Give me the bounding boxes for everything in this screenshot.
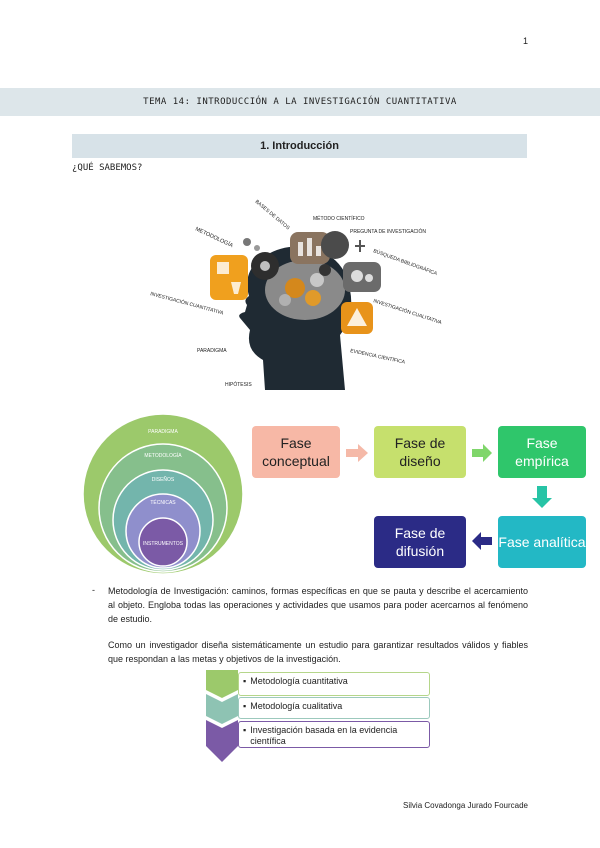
chevron-teal xyxy=(206,694,238,724)
phase-analitica: Fase analítica xyxy=(498,516,586,568)
label-hipotesis: HIPÓTESIS xyxy=(225,381,252,388)
label-metodo-cientifico: MÉTODO CIENTÍFICO xyxy=(313,215,365,222)
phase-empirica: Fase empírica xyxy=(498,426,586,478)
paragraph-investigador: Como un investigador diseña sistemáticam… xyxy=(108,640,528,664)
arrow-left-icon xyxy=(472,532,492,550)
label-evidencia: EVIDENCIA CIENTÍFICA xyxy=(350,347,407,366)
method-item-cualitativa: ▪Metodología cualitativa xyxy=(238,697,430,719)
method-label: Metodología cualitativa xyxy=(250,701,343,711)
section-heading: 1. Introducción xyxy=(72,134,527,158)
circle-inner xyxy=(138,517,188,567)
bullet-icon: ▪ xyxy=(243,701,247,711)
grey-bubble xyxy=(321,231,349,259)
bullet-icon: ▪ xyxy=(243,676,247,686)
method-label: Investigación basada en la evidencia cie… xyxy=(250,725,398,746)
chevron-stack xyxy=(206,670,238,762)
circle-label-paradigma: PARADIGMA xyxy=(148,429,178,435)
phase-difusion: Fase de difusión xyxy=(374,516,466,568)
bullet-icon: ▪ xyxy=(243,725,247,735)
concentric-circles-diagram: PARADIGMA METODOLOGÍA DISEÑOS TÉCNICAS I… xyxy=(82,413,244,575)
arrow-down-icon xyxy=(532,486,552,508)
label-busqueda: BÚSQUEDA BIBLIOGRÁFICA xyxy=(372,247,438,277)
label-metodologia: METODOLOGÍA xyxy=(194,225,234,249)
circle-label-disenos: DISEÑOS xyxy=(152,476,175,483)
label-inv-cualitativa: INVESTIGACIÓN CUALITATIVA xyxy=(372,297,443,326)
chevron-purple xyxy=(206,720,238,762)
phase-diseno: Fase de diseño xyxy=(374,426,466,478)
label-bases-datos: BASES DE DATOS xyxy=(254,199,291,232)
label-paradigma: PARADIGMA xyxy=(197,348,227,354)
method-item-evidencia: ▪Investigación basada en la evidencia ci… xyxy=(238,721,430,748)
title-band: TEMA 14: INTRODUCCIÓN A LA INVESTIGACIÓN… xyxy=(0,88,600,116)
paragraph-metodologia: Metodología de Investigación: caminos, f… xyxy=(108,586,528,624)
arrow-right-icon xyxy=(472,444,492,462)
method-item-cuantitativa: ▪Metodología cuantitativa xyxy=(238,672,430,696)
method-label: Metodología cuantitativa xyxy=(250,676,348,686)
page-number: 1 xyxy=(522,36,528,46)
circle-label-metodologia: METODOLOGÍA xyxy=(144,452,182,459)
document-title: TEMA 14: INTRODUCCIÓN A LA INVESTIGACIÓN… xyxy=(143,97,457,107)
list-dash: - xyxy=(92,585,95,595)
subheading: ¿QUÉ SABEMOS? xyxy=(72,163,143,173)
head-illustration: METODOLOGÍA BASES DE DATOS MÉTODO CIENTÍ… xyxy=(149,199,443,390)
circle-label-tecnicas: TÉCNICAS xyxy=(150,499,176,506)
phase-conceptual: Fase conceptual xyxy=(252,426,340,478)
arrow-right-icon xyxy=(346,444,368,462)
chevron-green xyxy=(206,670,238,698)
orange-bubble-icon xyxy=(210,255,248,300)
circle-label-instrumentos: INSTRUMENTOS xyxy=(143,541,184,547)
label-pregunta: PREGUNTA DE INVESTIGACIÓN xyxy=(350,228,426,235)
footer-author: Silvia Covadonga Jurado Fourcade xyxy=(403,801,528,810)
